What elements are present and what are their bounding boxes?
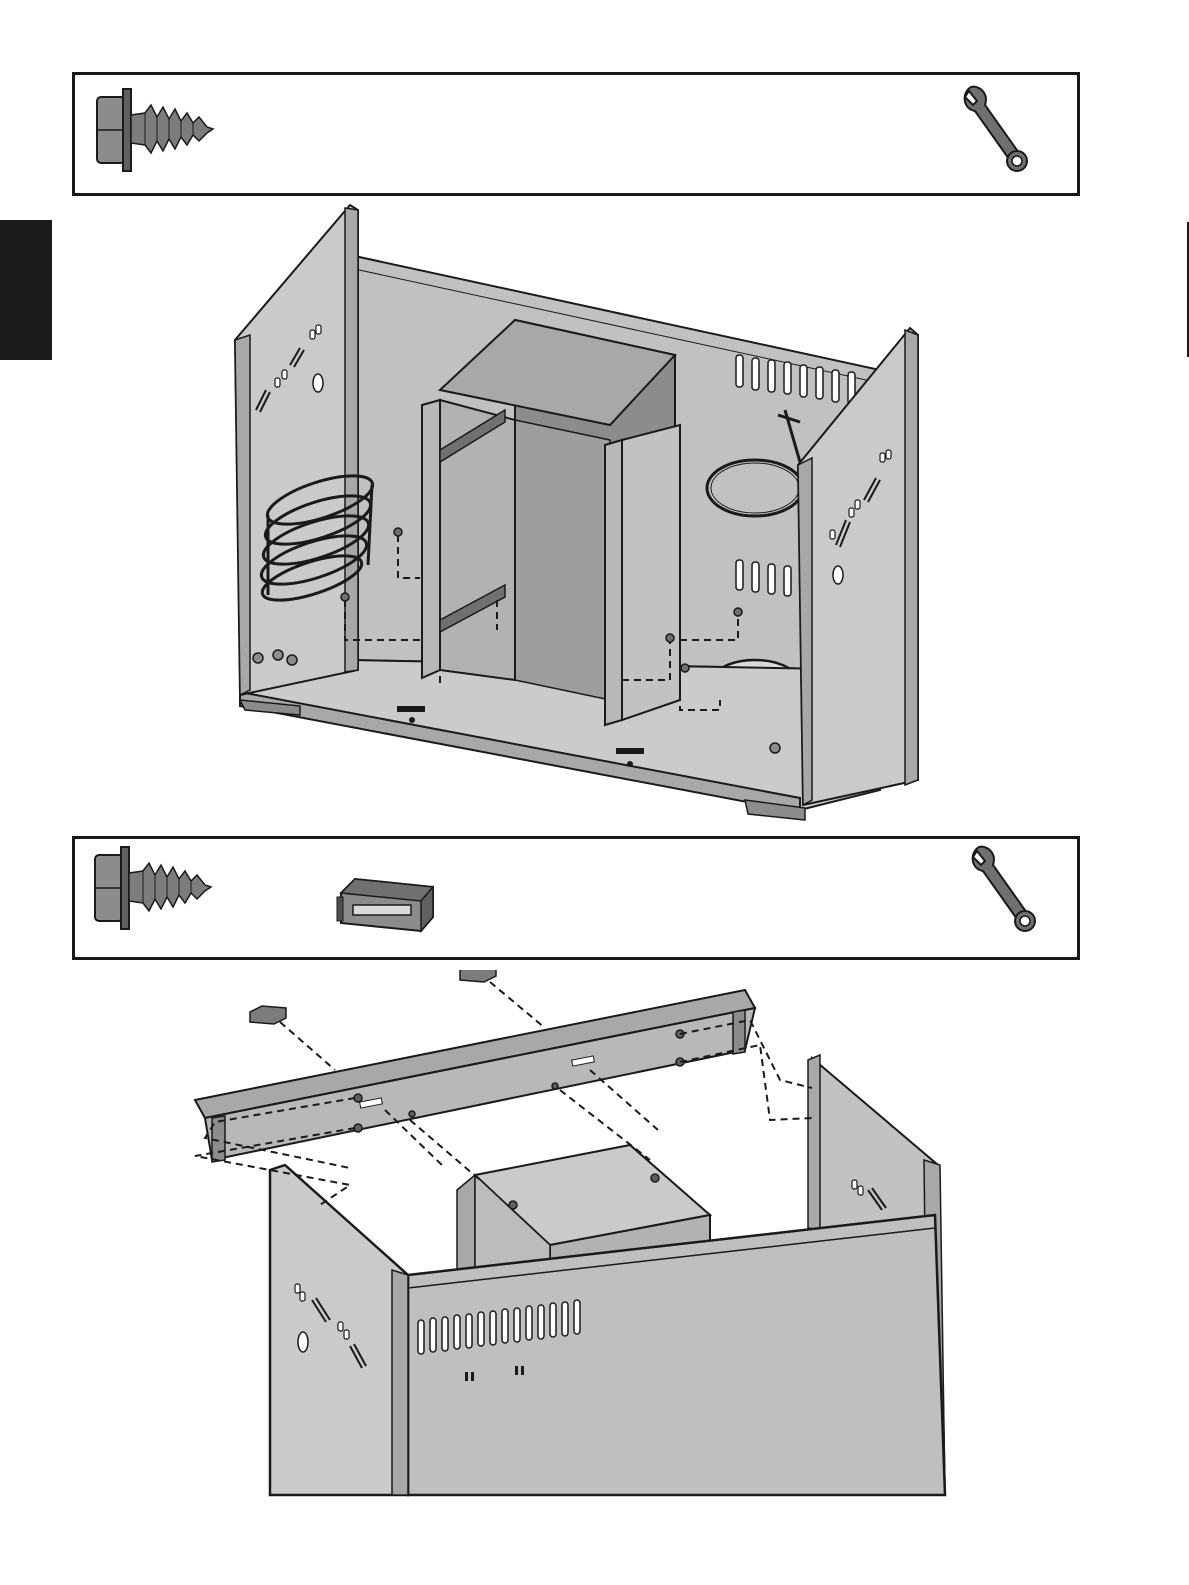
wrench-icon bbox=[957, 81, 1037, 176]
illustration-step-1 bbox=[0, 200, 1189, 830]
bracket-block-left bbox=[250, 1006, 286, 1024]
illustration-step-2 bbox=[0, 970, 1189, 1510]
self-tapping-screw-icon bbox=[95, 87, 220, 173]
self-tapping-screw-icon bbox=[93, 845, 218, 931]
parts-panel-step-1 bbox=[72, 72, 1080, 196]
parts-panel-step-2 bbox=[72, 836, 1080, 960]
bracket-block-right bbox=[460, 970, 496, 982]
wrench-icon bbox=[965, 841, 1045, 936]
bracket-block-icon bbox=[333, 871, 443, 937]
